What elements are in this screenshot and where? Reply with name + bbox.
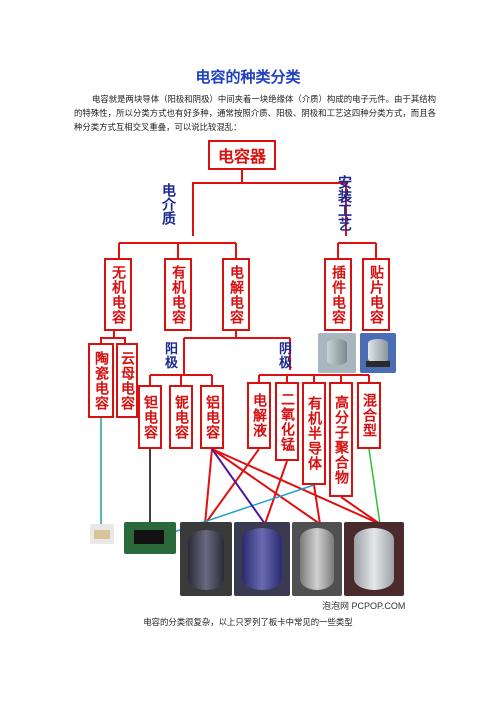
tantalum-capacitor-photo	[124, 522, 176, 554]
manganese-dioxide-box: 二氧化锰	[275, 382, 299, 461]
ceramic-capacitor-box: 陶瓷电容	[88, 343, 114, 418]
mica-capacitor-box: 云母电容	[116, 343, 138, 418]
intro-text: 电容就是两块导体（阳极和阴极）中间夹着一块绝缘体（介质）构成的电子元件。由于其结…	[74, 94, 436, 132]
aluminum-capacitor-photo	[180, 522, 232, 596]
dielectric-branch-label: 电介质	[160, 183, 176, 225]
intro-paragraph: 电容就是两块导体（阳极和阴极）中间夹着一块绝缘体（介质）构成的电子元件。由于其结…	[74, 92, 436, 134]
page-title: 电容的种类分类	[195, 68, 301, 86]
through-hole-capacitor-box: 插件电容	[324, 258, 352, 331]
capacitor-root-box: 电容器	[208, 140, 276, 170]
smd-capacitor-box: 贴片电容	[362, 258, 390, 331]
ceramic-capacitor-photo	[90, 524, 114, 544]
figure-caption: 电容的分类很复杂，以上只罗列了板卡中常见的一些类型	[143, 617, 353, 627]
inorganic-capacitor-box: 无机电容	[104, 258, 132, 331]
polymer-box: 高分子聚合物	[329, 382, 353, 497]
organic-capacitor-box: 有机电容	[164, 258, 192, 331]
smd-capacitor-photo	[360, 333, 396, 373]
cathode-label: 阴极	[279, 342, 293, 371]
through-hole-capacitor-photo	[318, 333, 356, 373]
hybrid-box: 混合型	[357, 382, 381, 449]
niobium-capacitor-box: 铌电容	[169, 385, 193, 449]
install-branch-label: 安装工艺	[336, 175, 352, 231]
anode-label: 阳极	[165, 342, 179, 371]
electrolytic-capacitor-photo	[234, 522, 290, 596]
electrolytic-capacitor-box: 电解电容	[222, 258, 250, 331]
tantalum-capacitor-box: 钽电容	[138, 385, 162, 449]
electrolyte-box: 电解液	[247, 382, 271, 449]
organic-semiconductor-capacitor-photo	[292, 522, 342, 596]
polymer-capacitor-photo	[344, 522, 404, 596]
aluminum-capacitor-box: 铝电容	[200, 385, 224, 449]
watermark: 泡泡网 PCPOP.COM	[322, 601, 406, 611]
organic-semiconductor-box: 有机半导体	[302, 382, 326, 485]
